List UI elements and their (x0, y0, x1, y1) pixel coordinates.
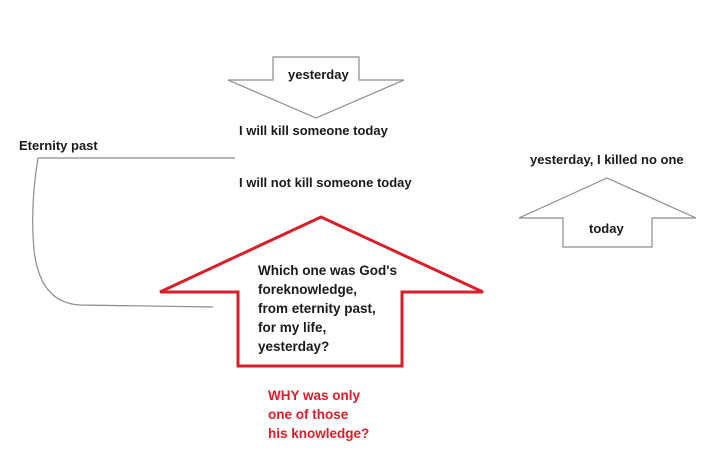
yesterday-down-arrow (227, 56, 405, 119)
question-up-arrow (159, 215, 484, 368)
yesterday-arrow-label: yesterday (288, 67, 349, 82)
option-not-kill-label: I will not kill someone today (239, 175, 412, 190)
killed-no-one-label: yesterday, I killed no one (530, 152, 684, 167)
eternity-past-label: Eternity past (19, 138, 98, 153)
today-arrow-label: today (589, 221, 624, 236)
why-question-text: WHY was only one of those his knowledge? (268, 388, 370, 441)
today-up-arrow (518, 177, 697, 248)
question-text: Which one was God's foreknowledge, from … (258, 263, 397, 354)
eternity-timeline-line (32, 157, 235, 308)
option-kill-label: I will kill someone today (239, 123, 388, 138)
